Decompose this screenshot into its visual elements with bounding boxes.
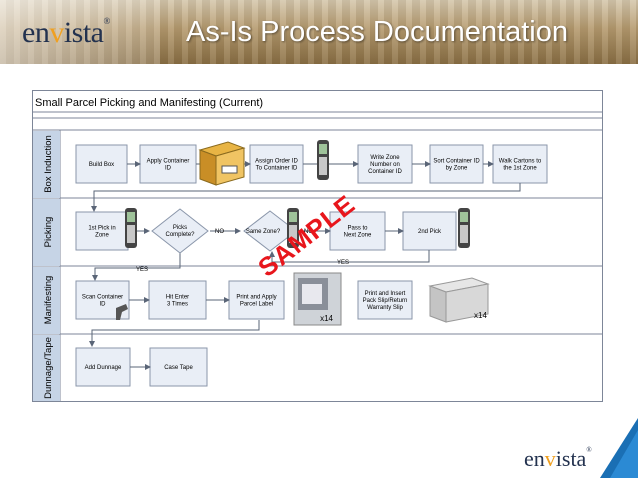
- cardboard-box-icon: [198, 141, 246, 186]
- step-label: Zone: [95, 233, 109, 239]
- envista-logo: envista®: [22, 16, 110, 49]
- printer-count: x14: [320, 314, 333, 323]
- handheld-scanner-icon: [458, 208, 470, 248]
- step-label: Pack Slip/Return: [363, 298, 408, 304]
- step-label: by Zone: [446, 166, 468, 172]
- slide-title: As-Is Process Documentation: [186, 16, 568, 48]
- process-diagram: Small Parcel Picking and Manifesting (Cu…: [32, 90, 603, 402]
- step-label: Sort Container ID: [433, 159, 480, 165]
- handheld-scanner-icon: [317, 140, 329, 180]
- picks-complete-decision: [151, 208, 209, 254]
- lane-header-dunnage: [33, 335, 60, 401]
- handheld-scanner-icon: [125, 208, 137, 248]
- step-box-add-dunnage: [75, 347, 131, 387]
- edge-label-no: NO: [304, 229, 313, 235]
- step-box-first-pick: [75, 211, 129, 251]
- header-banner: envista® As-Is Process Documentation: [0, 0, 638, 64]
- logo-area: envista®: [0, 0, 160, 64]
- step-label: Pass to: [347, 226, 368, 232]
- label-printer-icon: x14: [293, 272, 342, 326]
- decision-label: Picks: [173, 225, 187, 231]
- step-label: Assign Order ID: [255, 159, 298, 165]
- step-label: Next Zone: [344, 233, 372, 239]
- step-label: Case Tape: [164, 365, 193, 371]
- decision-label: Same Zone?: [246, 229, 281, 235]
- step-label: ID: [100, 302, 107, 308]
- step-label: Warranty Slip: [367, 305, 403, 311]
- step-label: Write Zone: [370, 155, 400, 161]
- step-label: the 1st Zone: [503, 166, 537, 172]
- lane-label-box-induction: Box Induction: [43, 135, 54, 193]
- step-label: Number on: [370, 162, 400, 168]
- step-label: Walk Cartons to: [499, 159, 542, 165]
- corner-decoration: [600, 418, 638, 478]
- step-box-build-box: [75, 144, 128, 184]
- barcode-scanner-gun-icon: [116, 304, 128, 320]
- step-box-apply-container-id: [139, 144, 197, 184]
- lane-header-box-induction: [33, 131, 60, 198]
- step-label: 2nd Pick: [418, 229, 442, 235]
- step-label: Parcel Label: [240, 302, 273, 308]
- diagram-title: Small Parcel Picking and Manifesting (Cu…: [35, 97, 263, 109]
- step-box-print-insert: [357, 280, 413, 320]
- lane-header-picking: [33, 199, 60, 266]
- edge-label-no: NO: [215, 229, 224, 235]
- step-label: ID: [165, 166, 172, 172]
- step-label: Container ID: [368, 169, 402, 175]
- handheld-scanner-icon: [287, 208, 299, 248]
- decision-label: Complete?: [165, 232, 195, 238]
- edge-label-yes: YES: [337, 260, 349, 266]
- lane-header-manifesting: [33, 267, 60, 334]
- step-label: Build Box: [89, 162, 114, 168]
- step-label: Add Dunnage: [85, 365, 122, 371]
- laser-printer-icon: x14: [428, 277, 490, 323]
- step-box-assign-order-id: [249, 144, 304, 184]
- step-box-hit-enter: [148, 280, 207, 320]
- step-label: Scan Container: [82, 295, 123, 301]
- printer-count: x14: [474, 311, 487, 320]
- step-box-print-parcel: [228, 280, 285, 320]
- lane-label-picking: Picking: [43, 217, 54, 248]
- footer-envista-logo: envista®: [524, 446, 592, 471]
- step-label: Hit Enter: [166, 295, 189, 301]
- process-diagram-svg: Small Parcel Picking and Manifesting (Cu…: [32, 90, 603, 402]
- step-label: Print and Insert: [365, 291, 406, 297]
- step-label: 3 Times: [167, 302, 188, 308]
- step-label: To Container ID: [256, 166, 298, 172]
- edge-label-yes: YES: [136, 267, 148, 273]
- lane-label-manifesting: Manifesting: [43, 276, 54, 325]
- step-box-write-zone: [357, 144, 413, 184]
- step-label: Apply Container: [147, 159, 190, 165]
- step-box-case-tape: [149, 347, 208, 387]
- lane-label-dunnage: Dunnage/Tape: [43, 337, 54, 399]
- step-label: 1st Pick in: [88, 226, 115, 232]
- step-label: Print and Apply: [236, 295, 276, 301]
